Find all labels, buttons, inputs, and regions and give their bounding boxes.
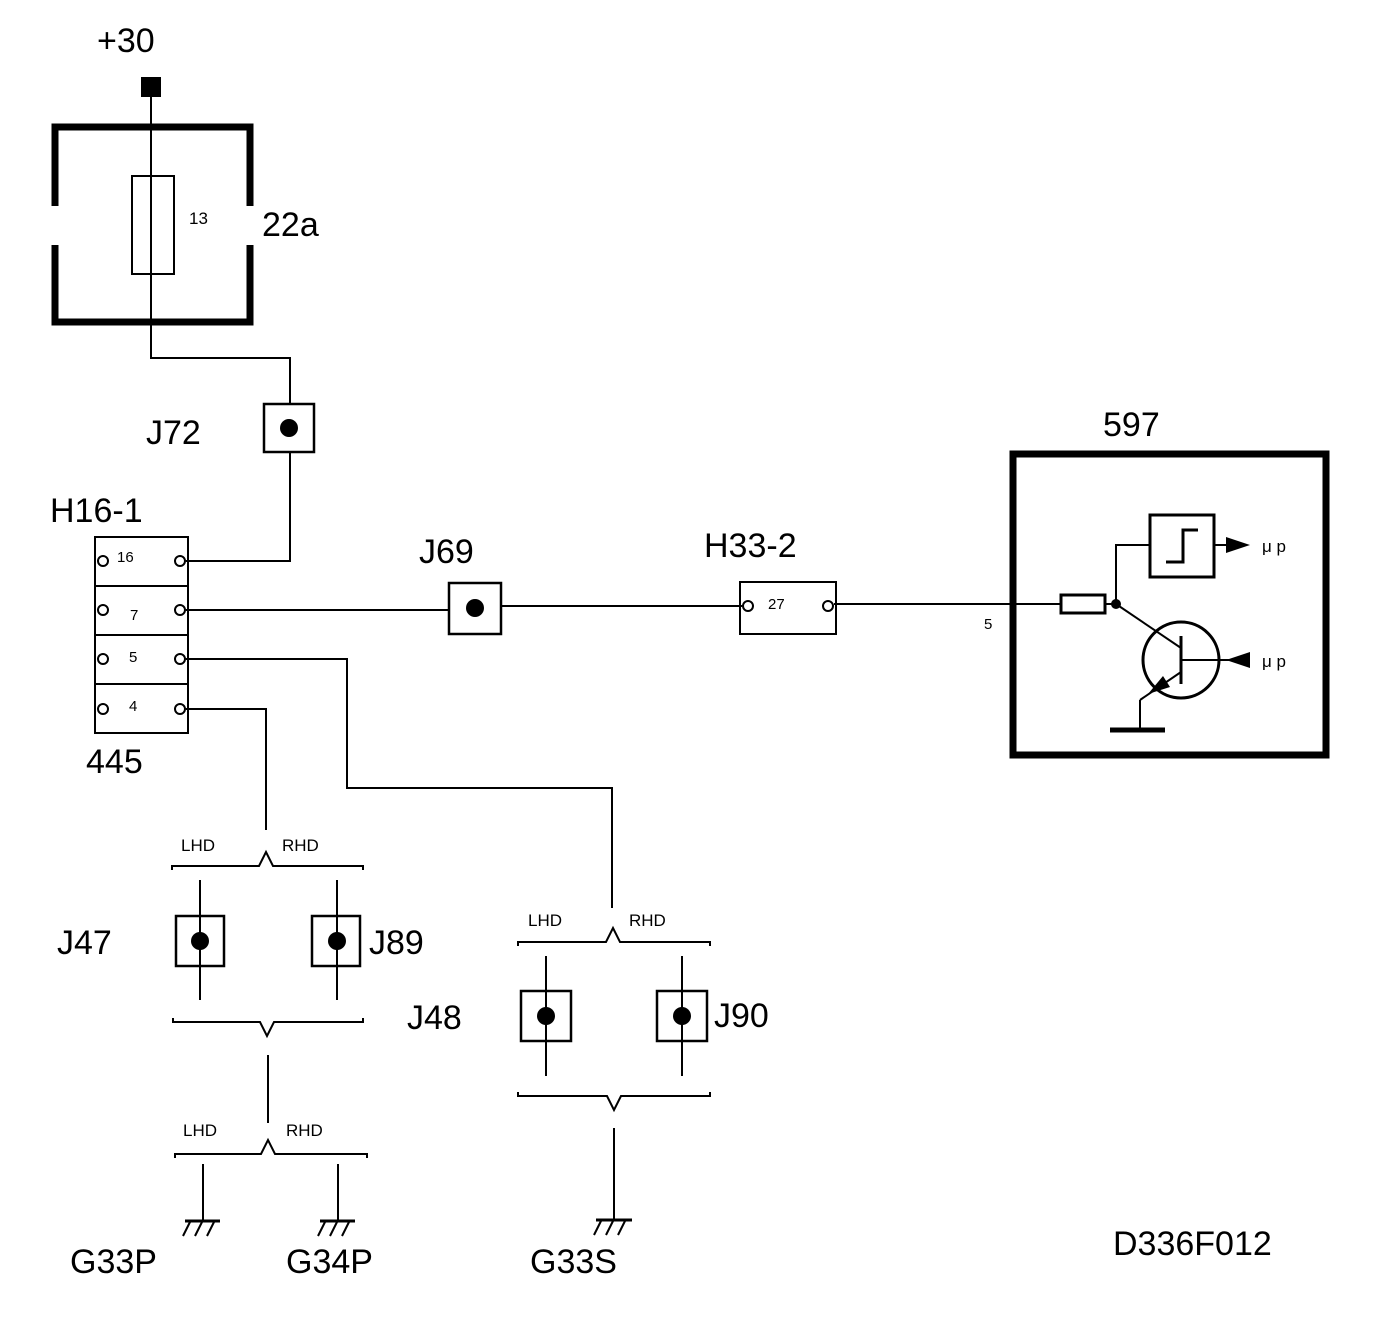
ground-g33s: G33S	[530, 1128, 632, 1281]
ground-g33p: G33P	[70, 1164, 220, 1281]
module-597: 597 μ p μ p	[1009, 406, 1330, 759]
h16-label: H16-1	[50, 492, 143, 530]
supply-label: +30	[97, 22, 155, 60]
lhd-rhd-brace-1: LHD RHD	[171, 836, 364, 870]
lhd-label-1: LHD	[181, 836, 215, 855]
j47-label: J47	[57, 924, 112, 962]
splice-j90: J90	[655, 956, 769, 1076]
lhd-rhd-brace-3: LHD RHD	[517, 911, 711, 946]
fuse-number: 13	[189, 209, 208, 228]
drawing-id: D336F012	[1113, 1225, 1272, 1263]
g33s-label: G33S	[530, 1243, 617, 1281]
wire-j72-h16	[186, 452, 291, 562]
splice-j48: J48	[407, 956, 573, 1076]
brace-bottom-1	[172, 1018, 364, 1039]
j69-label: J69	[419, 533, 474, 571]
fuse-box-label: 22a	[262, 206, 319, 244]
wire-supply-fuse	[150, 97, 291, 405]
lhd-label-3: LHD	[528, 911, 562, 930]
supply-terminal: +30	[97, 22, 161, 97]
fuse-element	[131, 175, 175, 275]
splice-j47: J47	[57, 880, 226, 1000]
g33p-label: G33P	[70, 1243, 157, 1281]
brace-bottom-3	[517, 1092, 711, 1113]
splice-j69: J69	[419, 533, 503, 636]
h16-pin-4: 4	[129, 698, 137, 715]
ground-g34p: G34P	[286, 1164, 373, 1281]
rhd-label-3: RHD	[629, 911, 666, 930]
g34p-label: G34P	[286, 1243, 373, 1281]
connector-h16-1: H16-1 16 7 5 4 445	[50, 492, 189, 781]
rhd-label-2: RHD	[286, 1121, 323, 1140]
module-label: 597	[1103, 406, 1160, 444]
h16-part-label: 445	[86, 743, 143, 781]
j89-label: J89	[369, 924, 424, 962]
lhd-label-2: LHD	[183, 1121, 217, 1140]
fuse-box-22a: 13 22a	[51, 123, 319, 326]
splice-j89: J89	[310, 880, 424, 1000]
resistor	[1059, 593, 1107, 615]
splice-j72: J72	[146, 402, 316, 454]
lhd-rhd-brace-2: LHD RHD	[174, 1121, 368, 1158]
rhd-label-1: RHD	[282, 836, 319, 855]
j90-label: J90	[714, 997, 769, 1035]
j48-label: J48	[407, 999, 462, 1037]
mu-p-top: μ p	[1262, 537, 1286, 556]
h33-pin: 27	[768, 596, 785, 613]
connector-h33-2: H33-2 27	[704, 527, 837, 635]
module-pin-label: 5	[984, 616, 992, 633]
mu-p-bottom: μ p	[1262, 652, 1286, 671]
h16-pin-7: 7	[130, 607, 138, 624]
wire-h16-pin4	[186, 708, 267, 830]
h33-label: H33-2	[704, 527, 797, 565]
wire-h16-pin5	[186, 658, 613, 908]
h16-pin-5: 5	[129, 649, 137, 666]
j72-label: J72	[146, 414, 201, 452]
h16-pin-16: 16	[117, 549, 134, 566]
